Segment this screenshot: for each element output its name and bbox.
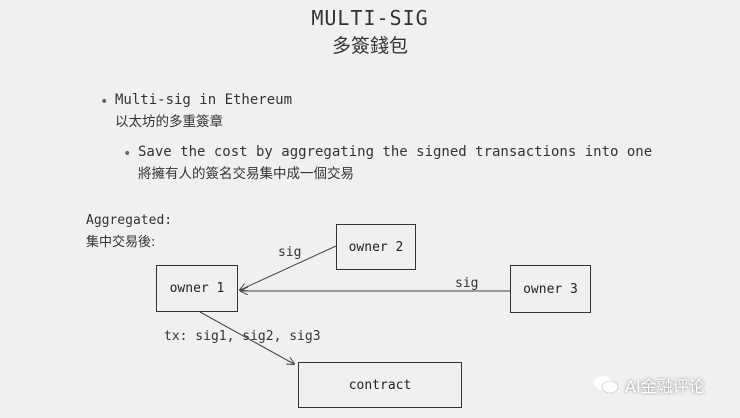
- diagram-heading-en: Aggregated:: [86, 213, 173, 228]
- node-owner-2: owner 2: [336, 224, 416, 270]
- diagram-heading-zh: 集中交易後:: [86, 235, 156, 250]
- slide-subtitle: 多簽錢包: [331, 35, 408, 57]
- bullet-marker: •: [123, 146, 132, 162]
- node-owner-1: owner 1: [156, 265, 238, 312]
- edge-label-owner3-sig: sig: [455, 276, 479, 291]
- bullet-2-en: Save the cost by aggregating the signed …: [138, 144, 653, 160]
- slide-title: MULTI-SIG: [311, 6, 429, 30]
- bullet-1-en: Multi-sig in Ethereum: [115, 92, 293, 108]
- node-owner-3: owner 3: [510, 265, 591, 313]
- wechat-icon: [594, 376, 619, 394]
- watermark: AI金融评论: [593, 372, 733, 398]
- edge-owner1-to-contract: [199, 311, 294, 364]
- watermark-text: AI金融评论: [625, 377, 705, 396]
- bullet-2-zh: 將擁有人的簽名交易集中成一個交易: [138, 166, 354, 182]
- node-contract: contract: [298, 362, 462, 408]
- bullet-1-zh: 以太坊的多重簽章: [115, 114, 223, 130]
- edge-owner2-to-owner1: [240, 245, 337, 290]
- edge-label-owner2-sig: sig: [278, 245, 302, 260]
- bullet-marker: •: [100, 94, 109, 110]
- edge-label-tx: tx: sig1, sig2, sig3: [164, 329, 321, 344]
